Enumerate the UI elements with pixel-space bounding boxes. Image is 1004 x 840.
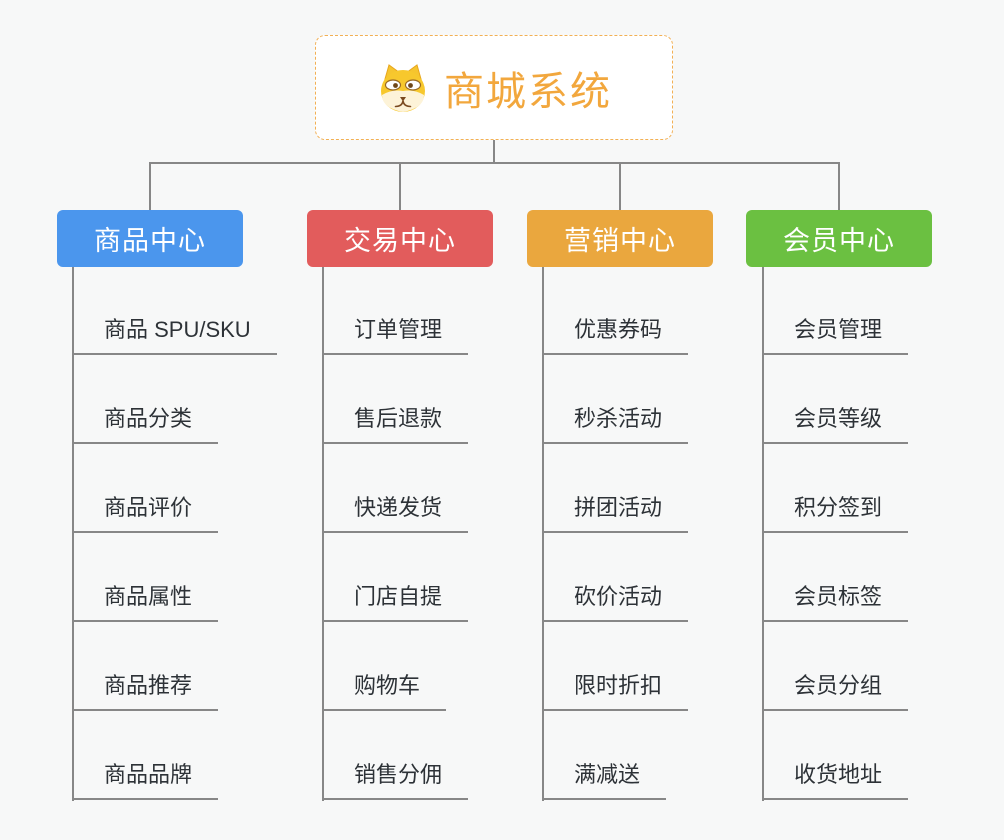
leaf-node[interactable]: 购物车 [322, 668, 447, 711]
leaf-row: 会员标签 [762, 533, 909, 622]
leaf-row: 订单管理 [322, 266, 469, 355]
leaf-node[interactable]: 会员分组 [762, 668, 909, 711]
leaf-node[interactable]: 满减送 [542, 757, 667, 800]
leaf-row: 门店自提 [322, 533, 469, 622]
leaf-row: 优惠券码 [542, 266, 689, 355]
leaf-node[interactable]: 商品推荐 [72, 668, 219, 711]
branch-children-trade-center: 订单管理 售后退款 快递发货 门店自提 购物车 销售分佣 [322, 266, 469, 800]
leaf-row: 积分签到 [762, 444, 909, 533]
leaf-node[interactable]: 商品品牌 [72, 757, 219, 800]
leaf-row: 商品推荐 [72, 622, 277, 711]
connector-line [542, 267, 544, 801]
leaf-row: 商品 SPU/SKU [72, 266, 277, 355]
leaf-row: 拼团活动 [542, 444, 689, 533]
leaf-row: 限时折扣 [542, 622, 689, 711]
leaf-node[interactable]: 售后退款 [322, 401, 469, 444]
leaf-row: 会员等级 [762, 355, 909, 444]
connector-line [493, 139, 495, 164]
leaf-node[interactable]: 收货地址 [762, 757, 909, 800]
connector-line [322, 267, 324, 801]
leaf-row: 快递发货 [322, 444, 469, 533]
branch-children-marketing-center: 优惠券码 秒杀活动 拼团活动 砍价活动 限时折扣 满减送 [542, 266, 689, 800]
connector-line [762, 267, 764, 801]
leaf-node[interactable]: 拼团活动 [542, 490, 689, 533]
leaf-row: 秒杀活动 [542, 355, 689, 444]
connector-line [619, 162, 621, 211]
leaf-row: 商品分类 [72, 355, 277, 444]
leaf-row: 会员管理 [762, 266, 909, 355]
leaf-node[interactable]: 会员管理 [762, 312, 909, 355]
branch-node-product-center[interactable]: 商品中心 [57, 210, 243, 267]
leaf-row: 商品属性 [72, 533, 277, 622]
leaf-node[interactable]: 会员标签 [762, 579, 909, 622]
branch-node-member-center[interactable]: 会员中心 [746, 210, 932, 267]
root-title: 商城系统 [444, 69, 612, 114]
leaf-row: 会员分组 [762, 622, 909, 711]
leaf-node[interactable]: 快递发货 [322, 490, 469, 533]
root-node[interactable]: 商城系统 [315, 35, 673, 140]
connector-line [72, 267, 74, 801]
leaf-node[interactable]: 限时折扣 [542, 668, 689, 711]
leaf-row: 满减送 [542, 711, 688, 800]
branch-node-marketing-center[interactable]: 营销中心 [527, 210, 713, 267]
leaf-node[interactable]: 销售分佣 [322, 757, 469, 800]
leaf-node[interactable]: 会员等级 [762, 401, 909, 444]
leaf-node[interactable]: 砍价活动 [542, 579, 689, 622]
leaf-node[interactable]: 商品 SPU/SKU [72, 312, 277, 355]
leaf-row: 收货地址 [762, 711, 909, 800]
leaf-node[interactable]: 优惠券码 [542, 312, 689, 355]
branch-node-trade-center[interactable]: 交易中心 [307, 210, 493, 267]
leaf-node[interactable]: 积分签到 [762, 490, 909, 533]
leaf-node[interactable]: 门店自提 [322, 579, 469, 622]
connector-line [149, 162, 840, 164]
leaf-node[interactable]: 秒杀活动 [542, 401, 689, 444]
connector-line [838, 162, 840, 211]
leaf-row: 销售分佣 [322, 711, 469, 800]
connector-line [399, 162, 401, 211]
leaf-row: 砍价活动 [542, 533, 689, 622]
leaf-node[interactable]: 订单管理 [322, 312, 469, 355]
leaf-node[interactable]: 商品属性 [72, 579, 219, 622]
leaf-row: 商品品牌 [72, 711, 277, 800]
leaf-row: 商品评价 [72, 444, 277, 533]
connector-line [149, 162, 151, 211]
branch-children-product-center: 商品 SPU/SKU 商品分类 商品评价 商品属性 商品推荐 商品品牌 [72, 266, 277, 800]
leaf-node[interactable]: 商品分类 [72, 401, 219, 444]
branch-children-member-center: 会员管理 会员等级 积分签到 会员标签 会员分组 收货地址 [762, 266, 909, 800]
leaf-row: 售后退款 [322, 355, 469, 444]
leaf-row: 购物车 [322, 622, 468, 711]
dog-face-icon [376, 62, 430, 114]
leaf-node[interactable]: 商品评价 [72, 490, 219, 533]
